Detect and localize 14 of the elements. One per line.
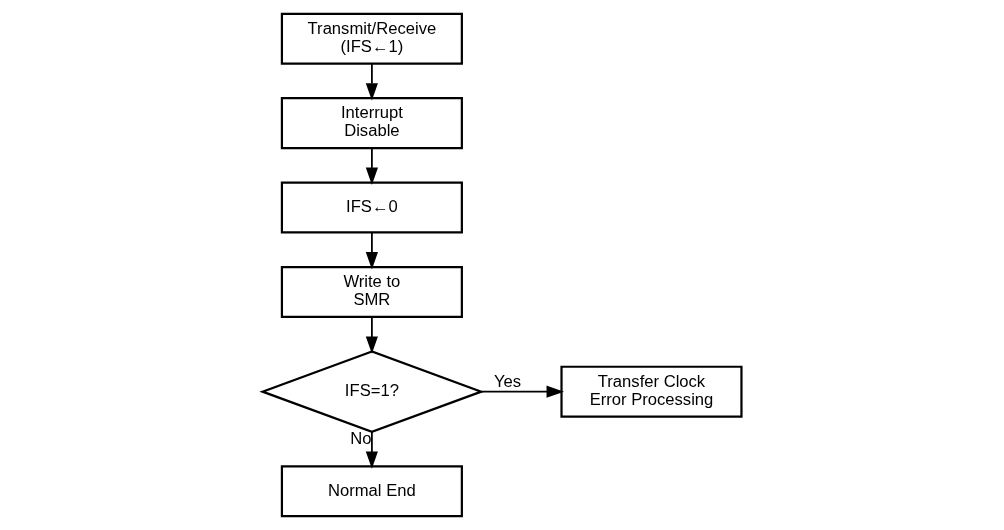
arrow [365,431,378,469]
node-box: Normal End [280,465,463,518]
arrow [365,62,378,101]
arrow [365,316,378,354]
arrow [365,147,378,186]
node-box: Interrupt Disable [280,97,463,150]
node-diamond: IFS=1? [259,350,485,433]
arrow [365,231,378,270]
edge-label: Yes [494,371,522,391]
node-box: IFS←0 [280,181,463,234]
node-box: Write to SMR [280,265,463,318]
node-box: Transmit/Receive (IFS←1) [280,12,463,65]
arrow [480,385,564,398]
node-box: Transfer Clock Error Processing [560,365,743,418]
